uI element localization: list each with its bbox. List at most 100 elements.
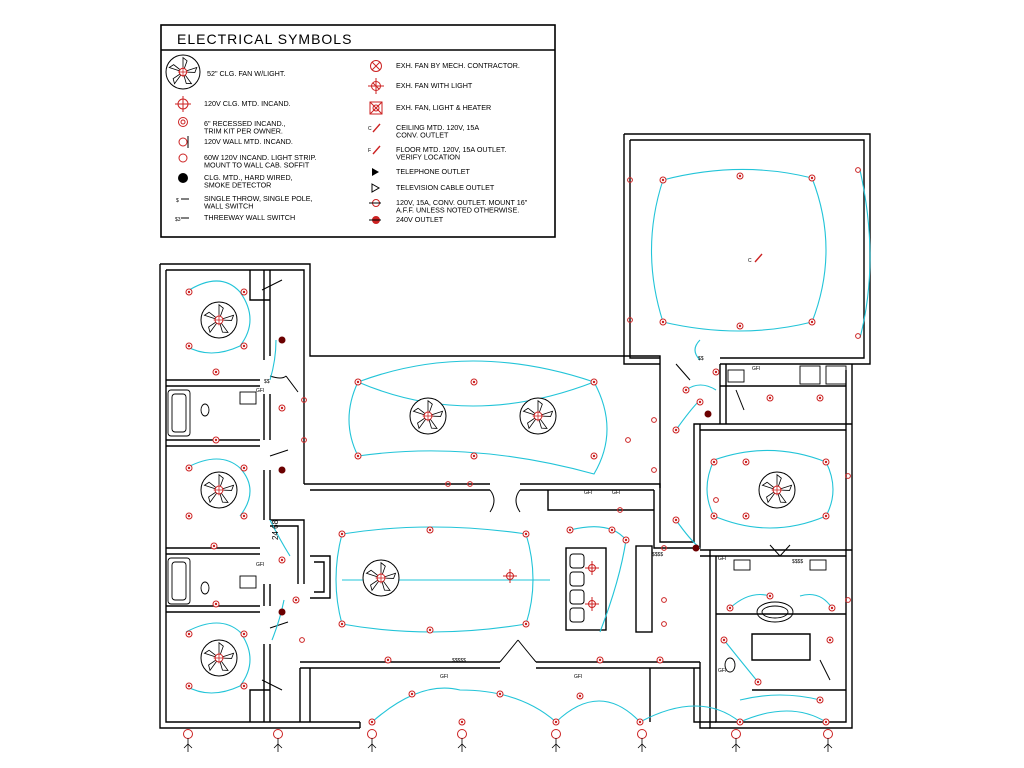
switch-label: $$ [264, 379, 270, 385]
recessed-light-icon [808, 174, 816, 182]
gfi-tag: GFI [718, 556, 726, 562]
legend-label: TELEPHONE OUTLET [396, 167, 470, 176]
convenience-outlet-icon [661, 545, 667, 551]
recessed-light-icon [672, 426, 680, 434]
plan-labels: 24 68 $$ $$ $$$$$ $$$$ $$$$ GFI GFI GFI … [256, 258, 803, 680]
smoke-detector-icon [278, 466, 286, 474]
legend-label: 52" CLG. FAN W/LIGHT. [207, 69, 285, 78]
recessed-light-icon [522, 530, 530, 538]
light-fixtures [185, 167, 861, 726]
convenience-outlet-icon [625, 437, 631, 443]
legend-label: TRIM KIT PER OWNER. [204, 127, 283, 136]
convenience-outlet-icon [301, 397, 307, 403]
ceiling-fans [200, 301, 796, 677]
recessed-light-icon [178, 117, 188, 127]
recessed-light-icon [754, 678, 762, 686]
recessed-light-icon [185, 630, 193, 638]
ceiling-fan-icon [200, 301, 238, 339]
legend-label: MOUNT TO WALL CAB. SOFFIT [204, 161, 310, 170]
recessed-light-icon [522, 620, 530, 628]
exterior-wall-light-icon [273, 729, 283, 752]
legend-label: THREEWAY WALL SWITCH [204, 213, 295, 222]
recessed-light-icon [292, 596, 300, 604]
recessed-light-icon [240, 512, 248, 520]
gfi-tag: GFI [752, 366, 760, 372]
240v-outlet-icon [369, 216, 381, 224]
exterior-wall-light-icon [457, 729, 467, 752]
recessed-light-icon [384, 656, 392, 664]
recessed-light-icon [596, 656, 604, 664]
electrical-symbols-legend: ELECTRICAL SYMBOLS [160, 24, 556, 238]
exhaust-fan-heater-icon [369, 101, 383, 115]
recessed-light-icon [354, 452, 362, 460]
recessed-light-icon [185, 464, 193, 472]
legend-label: 120V WALL MTD. INCAND. [204, 137, 293, 146]
recessed-light-icon [726, 604, 734, 612]
exterior-wall-light-icon [367, 729, 377, 752]
convenience-outlet-icon [713, 497, 719, 503]
svg-text:F: F [368, 148, 371, 154]
ceiling-fan-icon [362, 559, 400, 597]
convenience-outlet-icon [627, 317, 633, 323]
recessed-light-icon [185, 682, 193, 690]
ceiling-outlet-icon: C [368, 123, 381, 133]
recessed-light-icon [822, 718, 830, 726]
recessed-light-icon [185, 288, 193, 296]
ceiling-fan-icon [409, 397, 447, 435]
recessed-light-icon [710, 458, 718, 466]
legend-label: CEILING MTD. 120V, 15A [396, 123, 479, 132]
exhaust-fan-light-icon [368, 78, 384, 94]
recessed-light-icon [185, 512, 193, 520]
convenience-outlet-icon [855, 167, 861, 173]
recessed-light-icon [426, 526, 434, 534]
recessed-light-icon [426, 626, 434, 634]
recessed-light-icon [240, 630, 248, 638]
recessed-light-icon [696, 398, 704, 406]
convenience-outlet-icon [299, 637, 305, 643]
recessed-light-icon [766, 592, 774, 600]
recessed-light-icon [212, 436, 220, 444]
convenience-outlet-icon [301, 437, 307, 443]
legend-label: VERIFY LOCATION [396, 153, 460, 162]
smoke-detector-icon [278, 336, 286, 344]
legend-label: 60W 120V INCAND. LIGHT STRIP. [204, 153, 316, 162]
exterior-wall-light-icon [183, 729, 193, 752]
legend-label: SMOKE DETECTOR [204, 181, 271, 190]
wall-light-icon [178, 136, 189, 148]
exterior-wall-light-icon [637, 729, 647, 752]
recessed-light-icon [720, 636, 728, 644]
recessed-light-icon [766, 394, 774, 402]
exterior-wall-light-icon [731, 729, 741, 752]
recessed-light-icon [278, 556, 286, 564]
plumbing-fixtures [167, 365, 847, 673]
recessed-light-icon [496, 690, 504, 698]
switch-label: $$$$ [792, 559, 803, 565]
outlet-tag: C [748, 258, 752, 264]
smoke-detector-icon [178, 173, 188, 183]
door-swings [261, 279, 831, 691]
legend-label: 120V CLG. MTD. INCAND. [204, 99, 291, 108]
convenience-outlet-icon [617, 507, 623, 513]
convenience-outlet-icon [845, 473, 851, 479]
ceiling-outlet-icon [754, 253, 763, 263]
switch-label: $$$$$ [452, 658, 466, 664]
recessed-light-icon [590, 452, 598, 460]
recessed-light-icon [808, 318, 816, 326]
gfi-tag: GFI [256, 562, 264, 568]
svg-text:$: $ [176, 198, 179, 204]
gfi-tag: GFI [440, 674, 448, 680]
recessed-light-icon [828, 604, 836, 612]
convenience-outlet-icon [467, 481, 473, 487]
light-strip-icon [178, 153, 188, 163]
recessed-light-icon [185, 342, 193, 350]
ceiling-fan-light-icon [165, 54, 201, 90]
recessed-light-icon [368, 718, 376, 726]
switch-label: $$ [698, 356, 704, 362]
recessed-light-icon [212, 368, 220, 376]
smoke-detector-icon [278, 608, 286, 616]
recessed-light-icon [240, 288, 248, 296]
legend-items: 52" CLG. FAN W/LIGHT. 120V CLG. MTD. INCA… [165, 54, 528, 224]
floor-plan-walls [159, 133, 871, 729]
recessed-light-icon [736, 322, 744, 330]
